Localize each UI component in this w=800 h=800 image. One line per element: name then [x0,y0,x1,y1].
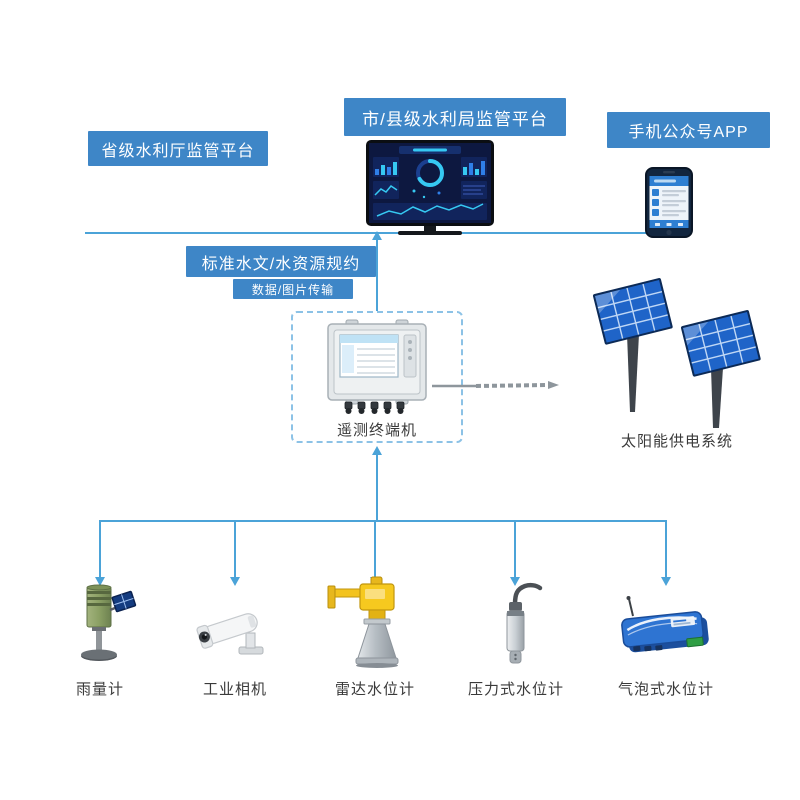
transmission-label-box: 数据/图片传输 [233,279,353,299]
drop-arrowhead-bubble [660,577,671,586]
provincial-platform-box: 省级水利厅监管平台 [88,131,268,166]
drop-arrowhead-rain [94,577,105,586]
radar-level-gauge-image [327,576,399,668]
dashboard-monitor [366,140,494,226]
solar-panels [593,278,761,428]
sensor-bus-line [99,520,667,522]
drop-line-camera [234,521,236,577]
drop-line-pressure [514,521,516,577]
pressure-level-gauge-label: 压力式水位计 [467,681,565,698]
rain-gauge-image [81,584,137,661]
industrial-camera-image [196,613,264,655]
rain-gauge-label: 雨量计 [75,681,125,698]
drop-line-radar [374,521,376,577]
sensor-uplink-arrowhead [371,446,382,455]
drop-arrowhead-camera [229,577,240,586]
uplink-arrowhead [371,231,382,240]
radar-level-gauge-label: 雷达水位计 [334,681,416,698]
uplink-line [376,240,378,311]
bubble-level-gauge-image [621,596,709,653]
backbone-line-top [85,232,689,234]
pressure-level-gauge-image [506,582,543,664]
monitor-stand-neck [424,226,436,231]
monitor-stand-base [398,231,462,235]
rtu-dashed-boundary [291,311,463,443]
drop-line-bubble [665,521,667,577]
protocol-label-box: 标准水文/水资源规约 [186,246,376,277]
dashboard-screen [369,143,491,223]
solar-system-label: 太阳能供电系统 [620,433,734,450]
rtu-label: 遥测终端机 [336,422,418,439]
drop-arrowhead-pressure [509,577,520,586]
city-county-platform-box: 市/县级水利局监管平台 [344,98,566,136]
sensor-uplink-line [376,455,378,521]
industrial-camera-label: 工业相机 [202,681,268,698]
mobile-phone [645,167,693,238]
mobile-app-box: 手机公众号APP [607,112,770,148]
drop-line-rain [99,521,101,577]
bubble-level-gauge-label: 气泡式水位计 [617,681,715,698]
rtu-device [327,319,427,414]
rtu-antenna-cable [432,381,559,389]
